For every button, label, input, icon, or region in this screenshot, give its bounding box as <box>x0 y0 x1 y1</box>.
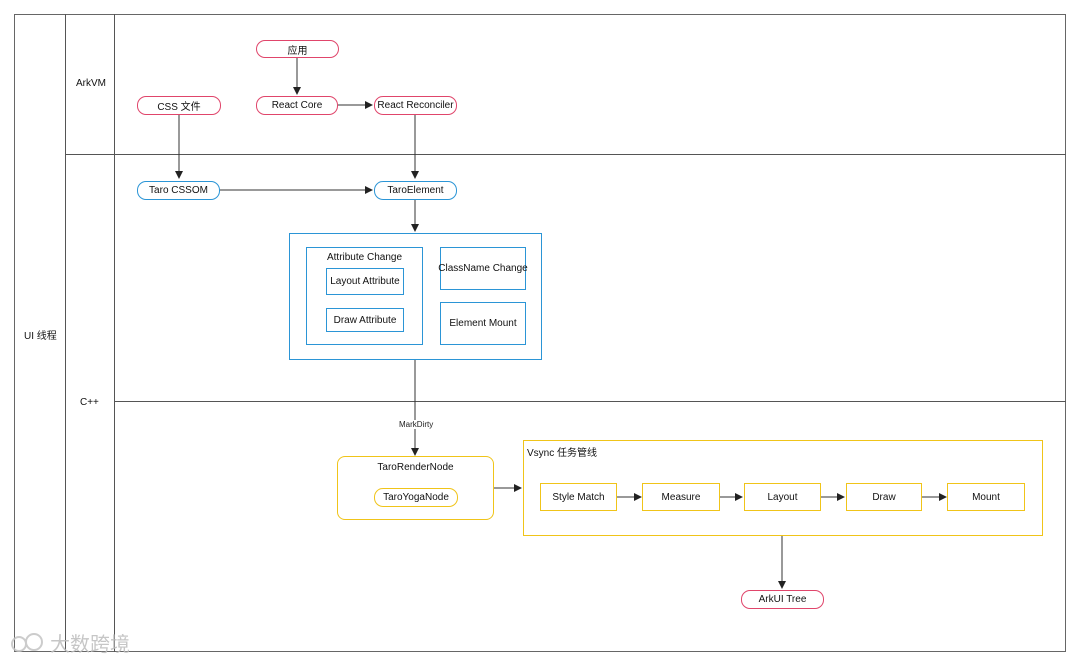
node-taro-cssom: Taro CSSOM <box>137 181 220 200</box>
node-react-core: React Core <box>256 96 338 115</box>
arkvm-cpp-divider <box>65 154 1066 155</box>
swimlane-frame <box>14 14 1066 652</box>
vsync-pipeline <box>523 440 1043 536</box>
node-arkui-tree: ArkUI Tree <box>741 590 824 609</box>
node-mount: Mount <box>947 483 1025 511</box>
watermark-text: 大数跨境 <box>50 634 130 656</box>
edge-label-markdirty: MarkDirty <box>397 420 436 429</box>
node-react-reconciler: React Reconciler <box>374 96 457 115</box>
vsync-pipeline-title: Vsync 任务管线 <box>527 448 598 459</box>
lane-label-cpp: C++ <box>80 397 99 408</box>
node-element-mount: Element Mount <box>440 302 526 345</box>
node-taro-element: TaroElement <box>374 181 457 200</box>
node-style-match: Style Match <box>540 483 617 511</box>
node-layout-attribute: Layout Attribute <box>326 268 404 295</box>
outer-lane-divider <box>65 14 66 652</box>
inner-lane-divider <box>114 14 115 652</box>
node-layout: Layout <box>744 483 821 511</box>
node-taro-yoga-node: TaroYogaNode <box>374 488 458 507</box>
lane-label-arkvm: ArkVM <box>76 78 106 89</box>
node-draw: Draw <box>846 483 922 511</box>
node-draw-attribute: Draw Attribute <box>326 308 404 332</box>
change-group <box>289 233 542 360</box>
node-classname-change: ClassName Change <box>438 247 528 290</box>
node-css-file: CSS 文件 <box>137 96 221 115</box>
watermark: 大数跨境 <box>10 628 130 657</box>
lane-label-ui-thread: UI 线程 <box>24 331 57 342</box>
node-measure: Measure <box>642 483 720 511</box>
cpp-sub-divider <box>114 401 1066 402</box>
watermark-logo-icon <box>11 632 43 652</box>
node-app: 应用 <box>256 40 339 58</box>
